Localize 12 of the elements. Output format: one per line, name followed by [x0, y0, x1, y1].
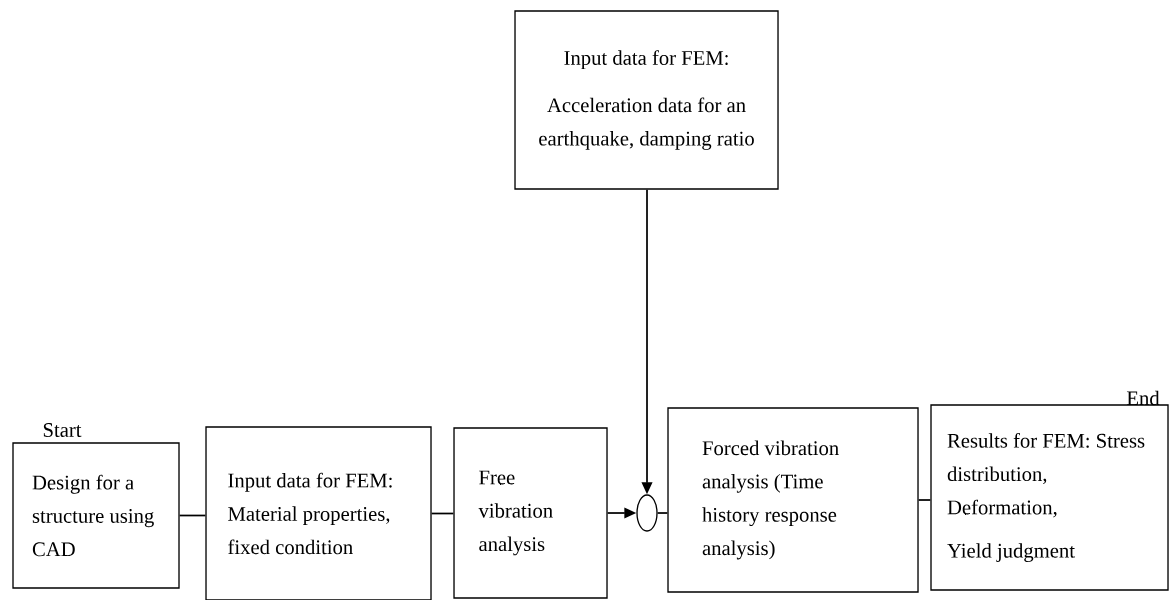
process-box: Forced vibration analysis (Time history response analysis) [667, 407, 919, 593]
process-box: Input data for FEM: Material properties, fixed condition [205, 426, 432, 600]
flow-label: End [1126, 390, 1160, 406]
connector-line [917, 499, 932, 501]
junction-ellipse [636, 494, 658, 532]
connector-line [430, 512, 455, 515]
process-box: Input data for FEM: Acceleration data for an earthquake, damping ratio [514, 10, 779, 190]
connector-line [656, 512, 669, 514]
process-box: Results for FEM: Stress distribution, Deformation, Yield judgment [930, 404, 1169, 591]
process-box: Free vibration analysis [453, 427, 608, 599]
connector-line [178, 514, 207, 517]
process-box: Design for a structure using CAD [12, 442, 180, 589]
